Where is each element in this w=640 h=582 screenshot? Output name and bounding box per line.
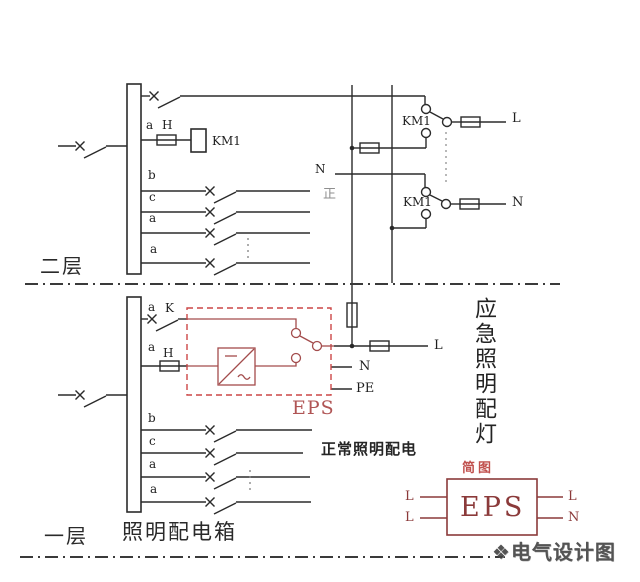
- km1-contact2-label: KM1: [403, 195, 432, 209]
- floor1-h-branch-h: H: [163, 346, 174, 360]
- floor1-busbar: [126, 296, 142, 513]
- fuse-h-floor2: [156, 134, 177, 146]
- watermark-logo-icon: ❖: [492, 540, 511, 564]
- eps-simplified-text: EPS: [460, 492, 526, 523]
- km1-coil: [190, 128, 207, 153]
- floor2-branch-label-a1: a: [149, 211, 157, 225]
- emergency-lighting-title: 应急照明配灯: [471, 297, 496, 447]
- km1-changeover-contact-1: [349, 103, 506, 154]
- simplified-in-L1: L: [405, 489, 414, 504]
- floor1-k-branch-a: a: [148, 300, 156, 314]
- floor1-out-L: L: [434, 338, 443, 353]
- floor1-branch-label-a2: a: [150, 482, 158, 496]
- floor1-out-N: N: [359, 359, 371, 374]
- riser-fuse: [346, 302, 358, 328]
- eps-unit: [186, 307, 334, 396]
- floor1-out-PE: PE: [356, 381, 375, 396]
- eps-unit-label: EPS: [292, 397, 335, 419]
- lamp-fuse: [369, 340, 390, 352]
- floor1-branch-label-b: b: [148, 411, 156, 425]
- watermark-text: 电气设计图: [510, 540, 616, 564]
- floor2-branches: [141, 185, 310, 276]
- eps-changeover-switch: [290, 327, 334, 364]
- floor1-k-branch-k: K: [165, 301, 174, 315]
- inverter-symbol: [217, 347, 256, 386]
- watermark: ❖电气设计图: [492, 542, 616, 562]
- km1-changeover-contact-2: [335, 173, 506, 231]
- km1-coil-label: KM1: [212, 134, 241, 148]
- floor2-fuse-label-h: H: [162, 118, 173, 132]
- floor1-title: 一层: [44, 524, 88, 548]
- floor2-branch-label-c: c: [149, 190, 156, 204]
- contact1-output-label-L: L: [512, 111, 521, 126]
- floor2-circuit: [58, 83, 506, 346]
- floor1-branches: [141, 424, 312, 515]
- floor2-busbar: [126, 83, 142, 275]
- fuse-h-floor1: [159, 360, 180, 372]
- floor1-branch-label-a1: a: [149, 457, 157, 471]
- floor2-neutral-label: N: [315, 162, 326, 176]
- simplified-out-N: N: [568, 510, 580, 525]
- floor2-branch-label-b: b: [148, 168, 156, 182]
- lighting-panel-title: 照明配电箱: [122, 520, 237, 544]
- simplified-out-L: L: [568, 489, 577, 504]
- eps-simplified-block: [420, 478, 563, 536]
- floor2-fuse-label-a: a: [146, 118, 154, 132]
- contact2-output-label-N: N: [512, 195, 524, 210]
- normal-lighting-label: 正常照明配电: [321, 440, 418, 458]
- eps-dashed-enclosure: [186, 307, 332, 396]
- floor1-branch-label-c: c: [149, 434, 156, 448]
- simplified-caption: 简图: [462, 461, 495, 476]
- floor2-branch-label-a2: a: [150, 242, 158, 256]
- floor2-title: 二层: [40, 254, 84, 278]
- floor2-zheng-label: 正: [323, 187, 337, 202]
- floor1-circuit: [58, 296, 428, 515]
- floor1-h-branch-a: a: [148, 340, 156, 354]
- simplified-in-L2: L: [405, 510, 414, 525]
- km1-contact1-label: KM1: [402, 114, 431, 128]
